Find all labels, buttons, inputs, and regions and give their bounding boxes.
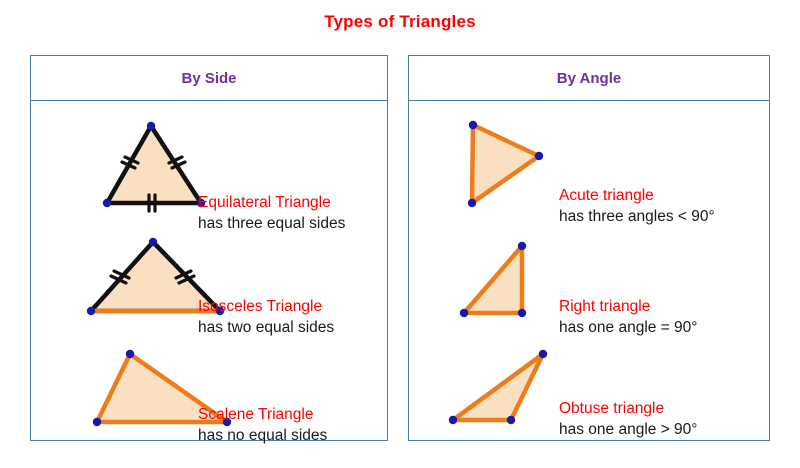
equilateral-triangle-shape (104, 123, 204, 206)
obtuse-triangle-figure (448, 349, 548, 425)
scalene-description: has no equal sides (198, 427, 328, 444)
obtuse-label-block: Obtuse triangle has one angle > 90° (559, 398, 698, 440)
isosceles-description: has two equal sides (198, 319, 335, 336)
isosceles-title: Isosceles Triangle (198, 298, 323, 315)
scalene-triangle-shape (94, 351, 230, 425)
equilateral-triangle-figure (102, 121, 206, 213)
panel-by-side: By Side Equilateral Triangle has three e… (30, 55, 388, 444)
equilateral-title: Equilateral Triangle (198, 194, 331, 211)
acute-label-block: Acute triangle has three angles < 90° (559, 185, 715, 227)
equilateral-tick-marks (120, 155, 187, 213)
right-vertex-dots (459, 241, 527, 318)
scalene-vertex-dots (92, 349, 232, 427)
acute-triangle-figure (467, 120, 544, 208)
isosceles-vertex-dots (86, 237, 225, 316)
panel-by-angle: By Angle Acute triangle has three angles… (408, 55, 770, 441)
acute-title: Acute triangle (559, 187, 654, 204)
right-label-block: Right triangle has one angle = 90° (559, 296, 698, 338)
page-title: Types of Triangles (324, 12, 476, 31)
right-title: Right triangle (559, 298, 651, 315)
panel-header-label-by-side: By Side (181, 69, 237, 87)
isosceles-label-block: Isosceles Triangle has two equal sides (198, 296, 334, 338)
equilateral-description: has three equal sides (198, 215, 346, 232)
panel-header-label-by-angle: By Angle (556, 69, 622, 87)
scalene-triangle-figure (92, 349, 232, 427)
scalene-label-block: Scalene Triangle has no equal sides (198, 404, 327, 446)
right-triangle-shape (461, 243, 525, 316)
equilateral-vertex-dots (102, 121, 206, 208)
obtuse-description: has one angle > 90° (559, 421, 698, 438)
right-triangle-figure (459, 241, 527, 318)
isosceles-triangle-figure (86, 237, 225, 316)
isosceles-tick-marks (109, 269, 196, 285)
panel-header-by-side: By Side (31, 56, 387, 101)
scalene-title: Scalene Triangle (198, 406, 314, 423)
panel-header-by-angle: By Angle (409, 56, 769, 101)
obtuse-vertex-dots (448, 349, 548, 425)
obtuse-triangle-shape (450, 351, 546, 423)
acute-description: has three angles < 90° (559, 208, 715, 225)
acute-triangle-shape (469, 122, 542, 206)
acute-vertex-dots (467, 120, 544, 208)
obtuse-title: Obtuse triangle (559, 400, 665, 417)
equilateral-label-block: Equilateral Triangle has three equal sid… (198, 192, 345, 234)
right-description: has one angle = 90° (559, 319, 698, 336)
